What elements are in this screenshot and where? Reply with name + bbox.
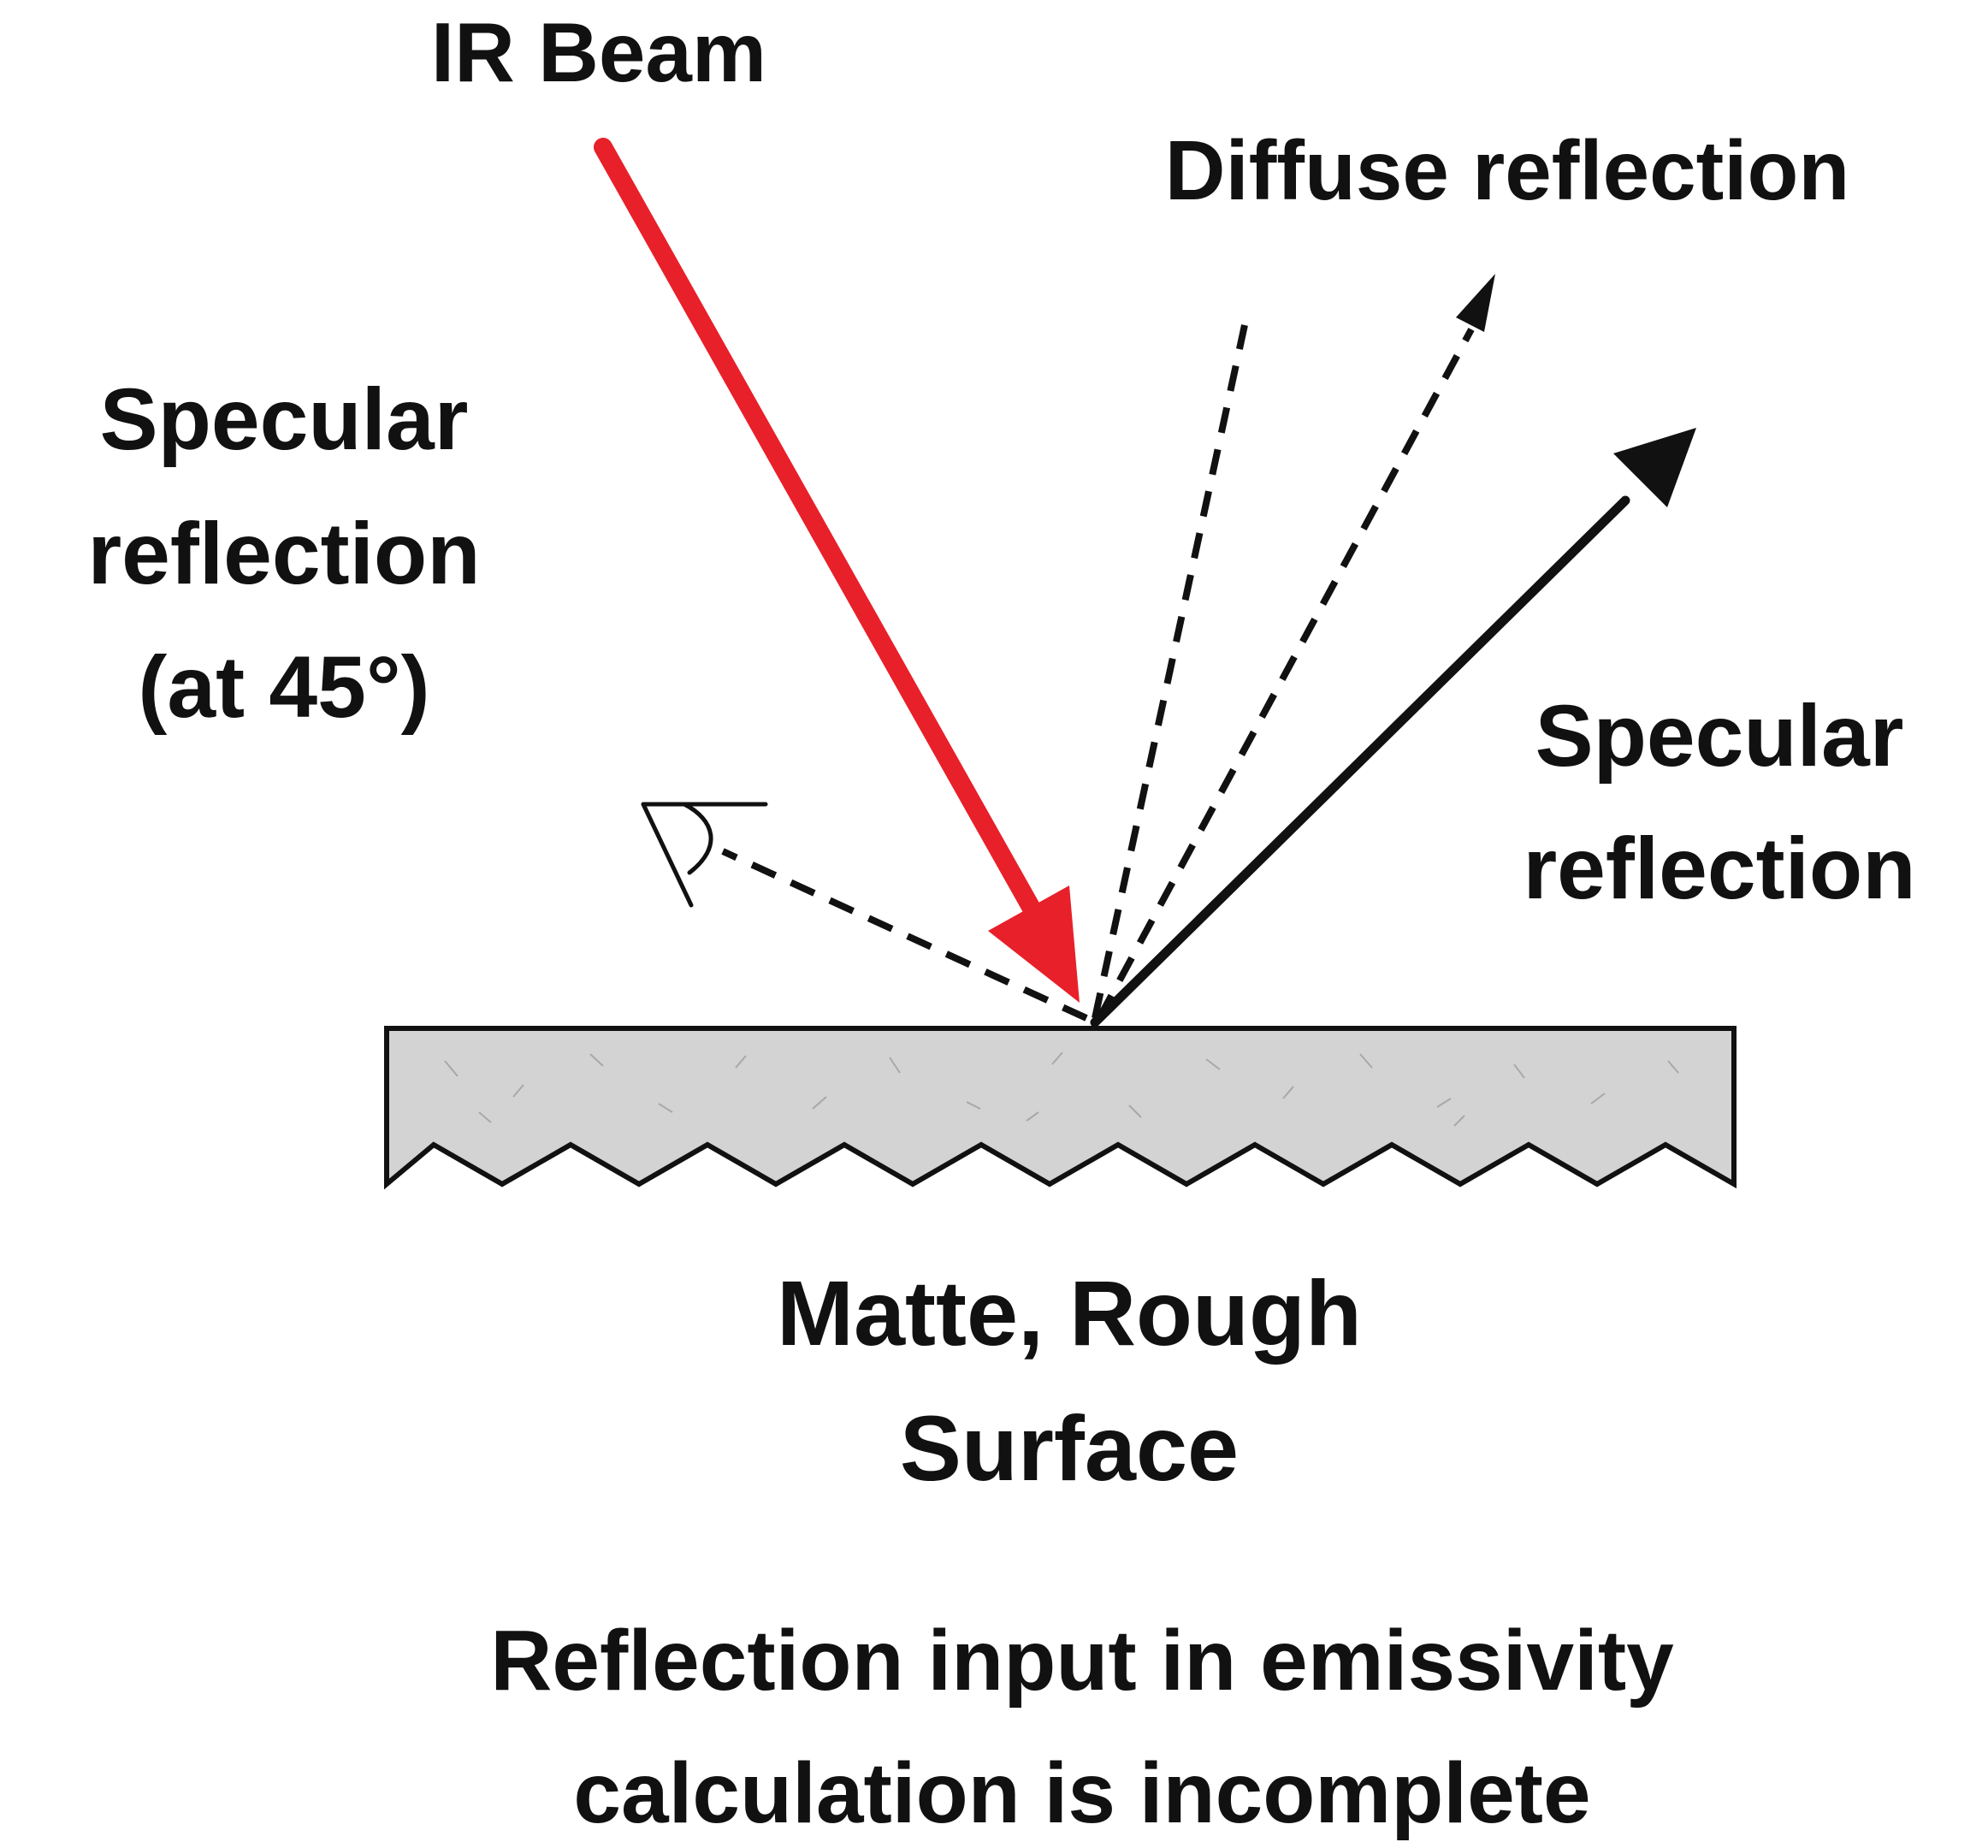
- surface-texture: [444, 1051, 1679, 1127]
- diffuse-reflection-rays: [1092, 274, 1495, 1020]
- ir-beam-arrow: [594, 138, 1080, 1003]
- specular-left-line-2: reflection: [87, 505, 480, 602]
- surface-body: [384, 1026, 1737, 1190]
- diffuse-ray-2-arrowhead: [1456, 274, 1495, 332]
- surface-label-line-2: Surface: [900, 1396, 1239, 1500]
- specular-left-line-1: Specular: [100, 370, 469, 468]
- observer-dashed-ray: [721, 848, 1088, 1022]
- eye-icon: [641, 802, 768, 908]
- diffuse-reflection-label: Diffuse reflection: [1165, 123, 1849, 217]
- observer-view: [641, 802, 1088, 1022]
- specular-left-line-3: (at 45°): [138, 638, 429, 736]
- specular-right-line-1: Specular: [1535, 687, 1904, 785]
- note-text: Reflection input in emissivity calculati…: [490, 1613, 1674, 1841]
- rough-surface: [384, 1026, 1737, 1190]
- diffuse-ray-1: [1092, 324, 1248, 1019]
- ir-beam-arrowhead: [988, 886, 1080, 1003]
- surface-label-line-1: Matte, Rough: [777, 1261, 1362, 1365]
- specular-arrowhead: [1613, 428, 1696, 507]
- specular-right-line-2: reflection: [1523, 820, 1915, 917]
- specular-right-label: Specular reflection: [1523, 687, 1915, 917]
- surface-label: Matte, Rough Surface: [777, 1261, 1362, 1500]
- specular-left-label: Specular reflection (at 45°): [87, 370, 480, 736]
- diffuse-ray-2: [1096, 328, 1475, 1020]
- note-line-2: calculation is incomplete: [573, 1745, 1590, 1841]
- ir-beam-label: IR Beam: [431, 5, 766, 99]
- specular-reflection-arrow: [1090, 428, 1696, 1028]
- note-line-1: Reflection input in emissivity: [490, 1613, 1674, 1709]
